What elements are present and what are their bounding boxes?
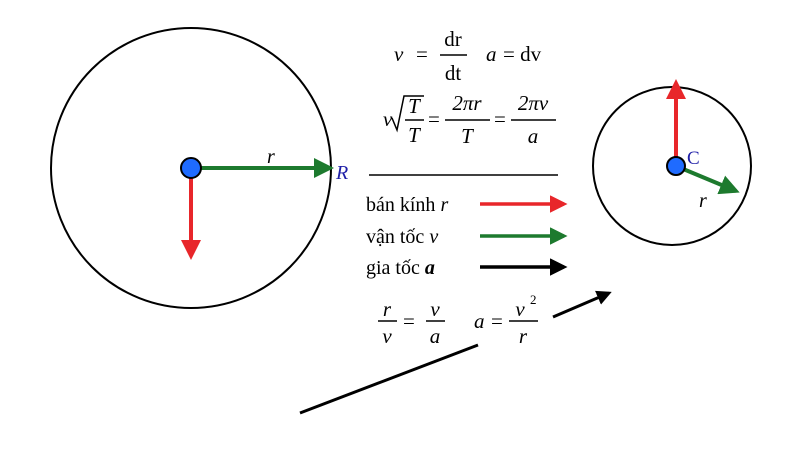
legend-item-radius: bán kính r: [366, 194, 568, 216]
svg-text:vận tốc v: vận tốc v: [366, 226, 438, 248]
svg-text:=: =: [428, 107, 440, 131]
svg-text:v: v: [430, 297, 440, 321]
equation-row-2: v T T = 2πr T = 2πv a: [383, 91, 556, 148]
svg-text:a: a: [528, 124, 539, 148]
svg-text:v: v: [383, 107, 393, 131]
svg-text:v: v: [515, 297, 525, 321]
legend-item-acceleration: gia tốc a: [366, 257, 568, 279]
left-tip-label: R: [335, 162, 348, 184]
svg-text:a: a: [430, 324, 441, 348]
svg-text:=: =: [403, 309, 415, 333]
long-arrow-upper-segment: [552, 290, 612, 319]
right-center-dot: [666, 156, 686, 176]
svg-text:dr: dr: [444, 27, 462, 51]
svg-text:bán kính r: bán kính r: [366, 194, 448, 216]
svg-text:T: T: [408, 94, 421, 118]
equation-row-3: r v = v a a = v 2 r: [378, 292, 538, 348]
svg-text:= dv: = dv: [503, 42, 542, 66]
left-radius-label: r: [267, 146, 275, 168]
legend: bán kính r vận tốc v gia tốc a: [366, 194, 568, 279]
svg-text:dt: dt: [445, 61, 462, 85]
svg-text:=: =: [494, 107, 506, 131]
legend-item-velocity: vận tốc v: [366, 226, 568, 248]
svg-text:v: v: [382, 324, 392, 348]
svg-text:T: T: [461, 124, 474, 148]
svg-text:a: a: [474, 309, 485, 333]
equation-row-1: v = dr dt a = dv: [394, 27, 542, 85]
svg-text:2πr: 2πr: [452, 91, 482, 115]
right-center-label: C: [687, 148, 700, 169]
svg-text:r: r: [383, 297, 392, 321]
svg-text:T: T: [408, 123, 421, 147]
left-center-dot: [180, 157, 202, 179]
svg-text:a: a: [486, 42, 497, 66]
svg-text:gia tốc a: gia tốc a: [366, 257, 435, 279]
right-radius-label: r: [699, 190, 707, 212]
svg-text:=: =: [491, 309, 503, 333]
long-arrow-lower-segment: [299, 343, 479, 415]
svg-text:v: v: [394, 42, 404, 66]
svg-text:r: r: [519, 324, 528, 348]
right-radius-arrow: [675, 164, 740, 195]
svg-text:2πv: 2πv: [518, 91, 549, 115]
svg-text:=: =: [416, 42, 428, 66]
svg-text:2: 2: [530, 292, 537, 307]
